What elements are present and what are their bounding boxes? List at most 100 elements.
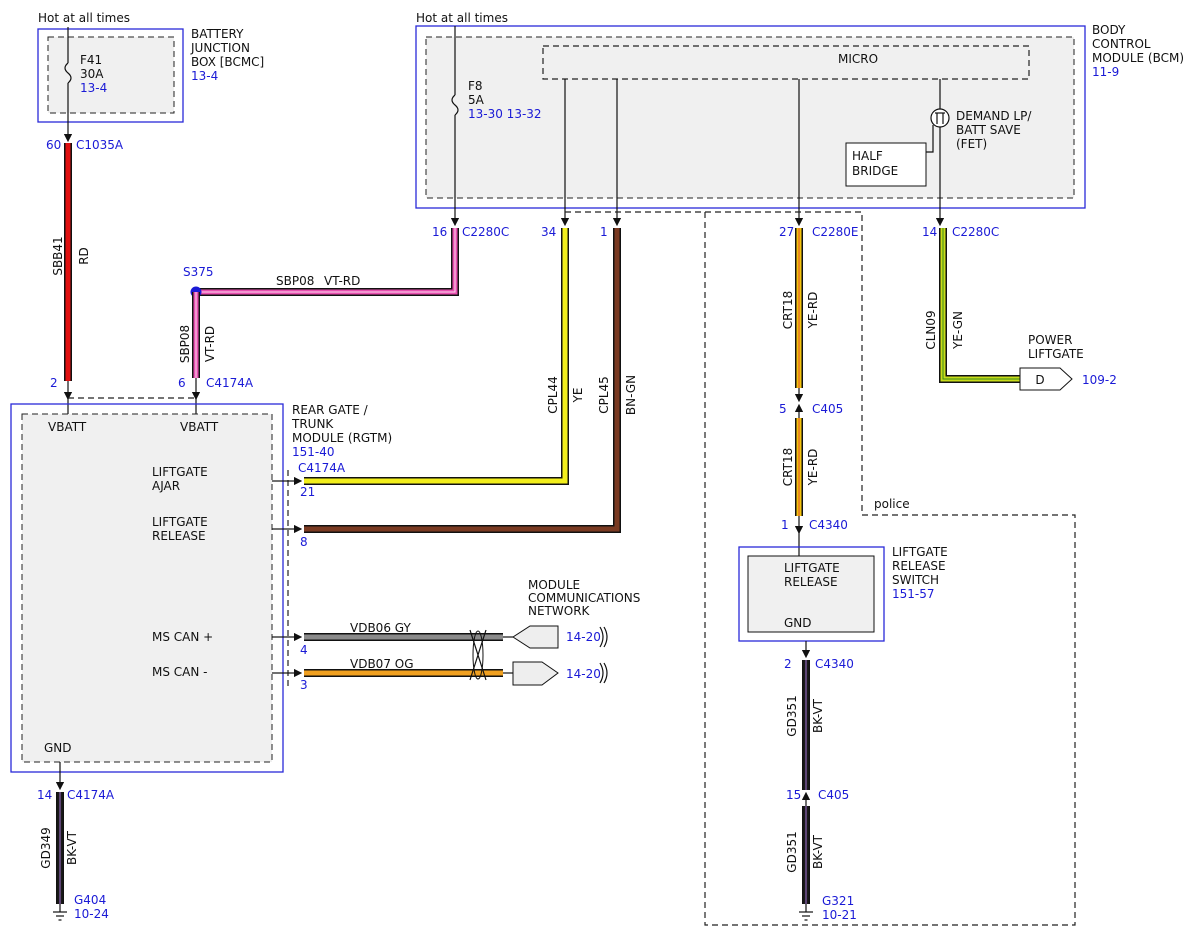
wire-crt18-b-color: YE-RD [806,449,820,487]
wire-vdb07-label: VDB07 OG [350,657,414,671]
rgtm-liftgate-ajar-1: LIFTGATE [152,465,208,479]
switch-name-1: LIFTGATE [892,545,948,559]
c1035a-label: C1035A [76,138,124,152]
rgtm-vbatt-2: VBATT [180,420,219,434]
c2280e-pin: 27 [779,225,794,239]
battery-junction-box [37,28,184,123]
switch-inner-2: RELEASE [784,575,838,589]
wire-gd349-color: BK-VT [65,830,79,865]
fet-label-1: DEMAND LP/ [956,109,1032,123]
mcn-connector-left-icon [512,625,559,649]
mcn-ref-1: 14-20 [566,630,601,644]
police-option-region [704,211,1076,926]
mcn-name-1: MODULE [528,578,580,592]
battery-junction-box-inner [47,36,175,114]
fuse-f41-icon [64,62,72,84]
c4340-1-label: C4340 [809,518,848,532]
c4340-2-label: C4340 [815,657,854,671]
rear-gate-trunk-module [10,403,284,773]
fet-transistor-icon [930,108,950,128]
c2280c-34-pin: 34 [541,225,556,239]
bcm-ref: 11-9 [1092,65,1119,79]
fet-label-2: BATT SAVE [956,123,1021,137]
wire-cpl45-color: BN-GN [624,375,638,415]
c4174a-21-label: C4174A [298,461,346,475]
c2280c-16-label: C2280C [462,225,509,239]
fuse-f41-ref: 13-4 [80,81,107,95]
police-label: police [874,497,910,511]
rgtm-vbatt-1: VBATT [48,420,87,434]
switch-name-3: SWITCH [892,573,939,587]
bcm-name-3: MODULE (BCM) [1092,51,1184,65]
wire-sbp08-h-circuit: SBP08 [276,274,314,288]
rgtm-inner [21,413,273,763]
hot-at-all-times-right: Hot at all times [416,11,508,25]
continuation-icon [599,626,608,648]
wire-cln09-color: YE-GN [951,311,965,350]
wire-gd349-circuit: GD349 [39,827,53,868]
bcm-name-1: BODY [1092,23,1126,37]
ground-g321-ref: 10-21 [822,908,857,922]
bjb-ref: 13-4 [191,69,218,83]
mcn-ref-2: 14-20 [566,667,601,681]
rgtm-gnd: GND [44,741,72,755]
wire-cln09-circuit: CLN09 [924,310,938,349]
switch-gnd: GND [784,616,812,630]
c4174a-14-pin: 14 [37,788,52,802]
wire-gd351-b-color: BK-VT [811,834,825,869]
power-liftgate-name-1: POWER [1028,333,1072,347]
wire-cpl45-circuit: CPL45 [597,376,611,414]
c2280c-1-pin: 1 [600,225,608,239]
wire-sbp08-h-color: VT-RD [324,274,360,288]
half-bridge-label-1: HALF [852,149,883,163]
c2280c-14-pin: 14 [922,225,937,239]
bjb-name-2: JUNCTION [190,41,250,55]
fuse-f8-ref: 13-30 13-32 [468,107,542,121]
liftgate-release-switch [738,546,885,642]
half-bridge-label-2: BRIDGE [852,164,898,178]
wire-sbb41-circuit: SBB41 [51,236,65,275]
switch-ref: 151-57 [892,587,935,601]
bjb-name-1: BATTERY [191,27,244,41]
rgtm-name-1: REAR GATE / [292,403,369,417]
wire-sbp08-v-circuit: SBP08 [178,325,192,363]
rgtm-liftgate-release-1: LIFTGATE [152,515,208,529]
c405-15-pin: 15 [786,788,801,802]
wire-sbp08-v-color: VT-RD [203,326,217,362]
c4174a-6-pin: 6 [178,376,186,390]
wire-gd351-a-circuit: GD351 [785,695,799,736]
bcm-micro-box [542,45,1030,80]
wire-crt18-a-circuit: CRT18 [781,291,795,329]
c4174a-8-pin: 8 [300,535,308,549]
fuse-f8-name: F8 [468,79,483,93]
power-liftgate-connector-icon [1019,367,1073,391]
wire-cln09 [940,228,1020,382]
fuse-f41-rating: 30A [80,67,104,81]
fuse-f8-icon [451,94,459,116]
rgtm-ms-can-plus: MS CAN + [152,630,213,644]
fuse-f8-rating: 5A [468,93,485,107]
ground-g404: G404 [74,893,106,907]
mcn-name-3: NETWORK [528,604,591,618]
c4174a-6-label: C4174A [206,376,254,390]
c405-5-label: C405 [812,402,843,416]
wire-vdb06-label: VDB06 GY [350,621,411,635]
ground-g404-ref: 10-24 [74,907,109,921]
wire-cpl44-circuit: CPL44 [546,376,560,414]
rgtm-liftgate-ajar-2: AJAR [152,479,180,493]
bcm-micro-label: MICRO [838,52,878,66]
liftgate-release-switch-inner [747,555,875,633]
wire-sbb41-color: RD [77,247,91,265]
fuse-f41-name: F41 [80,53,102,67]
rgtm-name-2: TRUNK [291,417,334,431]
c4174a-21-pin: 21 [300,485,315,499]
rgtm-liftgate-release-2: RELEASE [152,529,206,543]
power-liftgate-connector: D [1035,373,1044,387]
hot-at-all-times-left: Hot at all times [38,11,130,25]
c405-15-label: C405 [818,788,849,802]
c4340-1-pin: 1 [781,518,789,532]
mcn-name-2: COMMUNICATIONS [528,591,640,605]
c4174a-3-pin: 3 [300,678,308,692]
c4174a-4-pin: 4 [300,643,308,657]
